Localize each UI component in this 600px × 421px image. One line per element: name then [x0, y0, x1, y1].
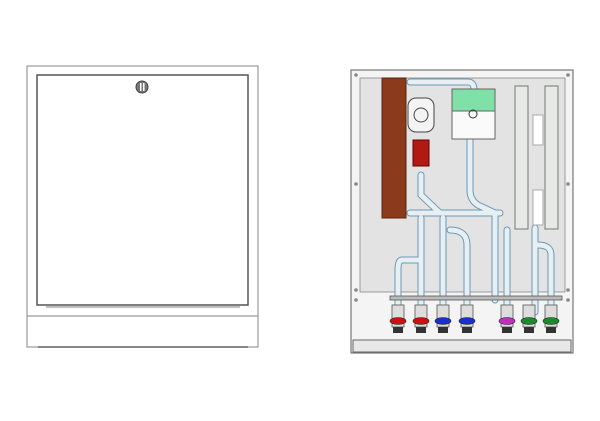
cabinet-door	[36, 74, 249, 306]
closed-cabinet	[26, 65, 259, 348]
valve-3-icon[interactable]	[434, 304, 452, 333]
heat-exchanger	[381, 77, 407, 219]
manifold-rails	[514, 85, 559, 230]
open-cabinet	[350, 69, 574, 354]
valve-row	[389, 304, 560, 333]
valve-bar	[389, 295, 563, 301]
pipework	[394, 78, 555, 316]
controller-box	[451, 88, 496, 140]
valve-1-icon[interactable]	[389, 304, 407, 333]
mounting-screws	[354, 73, 570, 302]
valve-4-icon[interactable]	[458, 304, 476, 333]
valve-5-icon[interactable]	[498, 304, 516, 333]
valve-6-icon[interactable]	[520, 304, 538, 333]
valve-7-icon[interactable]	[542, 304, 560, 333]
valve-2-icon[interactable]	[412, 304, 430, 333]
circulation-pump	[407, 97, 435, 167]
bottom-rail	[352, 339, 572, 353]
lock-icon[interactable]	[135, 80, 149, 94]
